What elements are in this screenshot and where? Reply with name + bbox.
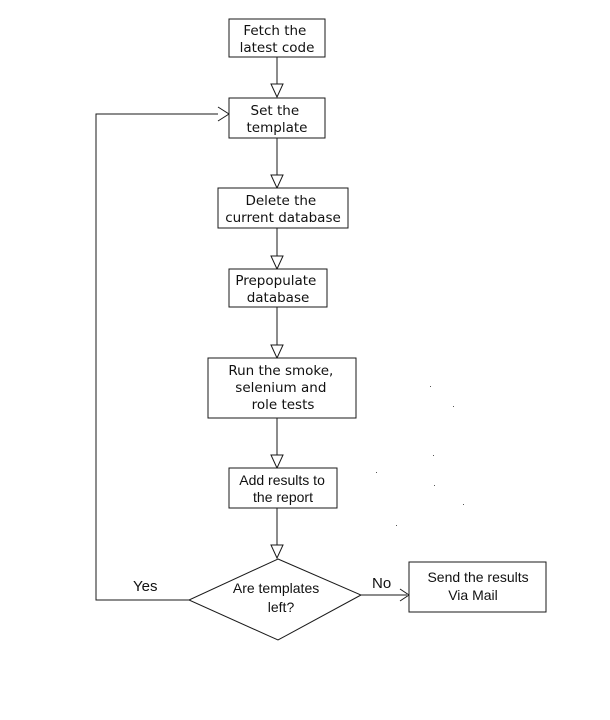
- arrowhead-icon: [270, 344, 284, 360]
- arrowhead-icon: [270, 544, 284, 560]
- edge-fetch-to-template: [270, 57, 284, 99]
- speck: [433, 455, 434, 456]
- speck: [434, 485, 435, 486]
- edge-prepopulate-to-tests: [270, 307, 284, 360]
- arrowhead-icon: [270, 454, 284, 470]
- node-results-label: Add results to the report: [239, 472, 329, 505]
- node-decision: Are templates left?: [187, 558, 363, 641]
- node-mail: Send the results Via Mail: [408, 561, 547, 613]
- node-delete-label: Delete the current database: [225, 193, 341, 226]
- scan-specks: [376, 386, 464, 526]
- node-prepopulate: Prepopulate database: [228, 268, 328, 308]
- speck: [376, 472, 377, 473]
- node-prepopulate-label: Prepopulate database: [235, 273, 320, 306]
- node-fetch-label: Fetch the latest code: [240, 23, 315, 56]
- nodes: Fetch the latest code Set the template D…: [187, 18, 547, 641]
- edges: Yes No: [95, 57, 410, 602]
- edge-label-yes: Yes: [133, 578, 157, 595]
- edge-decision-to-mail: No: [361, 575, 410, 602]
- speck: [463, 504, 464, 505]
- node-delete: Delete the current database: [217, 187, 349, 229]
- node-decision-label: Are templates left?: [233, 580, 323, 615]
- speck: [430, 386, 431, 387]
- node-template: Set the template: [228, 97, 326, 139]
- edge-template-to-delete: [270, 138, 284, 190]
- edge-tests-to-results: [270, 418, 284, 470]
- node-mail-label: Send the results Via Mail: [427, 569, 532, 603]
- speck: [453, 406, 454, 407]
- node-fetch: Fetch the latest code: [228, 18, 326, 58]
- edge-label-no: No: [372, 575, 391, 592]
- node-template-label: Set the template: [247, 103, 308, 136]
- edge-results-to-decision: [270, 508, 284, 560]
- arrowhead-icon: [270, 83, 284, 99]
- edge-decision-to-template: Yes: [95, 106, 230, 601]
- node-tests-label: Run the smoke, selenium and role tests: [228, 363, 337, 413]
- arrowhead-icon: [270, 255, 284, 271]
- node-results: Add results to the report: [228, 467, 338, 509]
- arrowhead-icon: [270, 174, 284, 190]
- node-tests: Run the smoke, selenium and role tests: [207, 357, 357, 419]
- arrowhead-icon: [217, 106, 230, 122]
- edge-delete-to-prepopulate: [270, 228, 284, 271]
- speck: [396, 525, 397, 526]
